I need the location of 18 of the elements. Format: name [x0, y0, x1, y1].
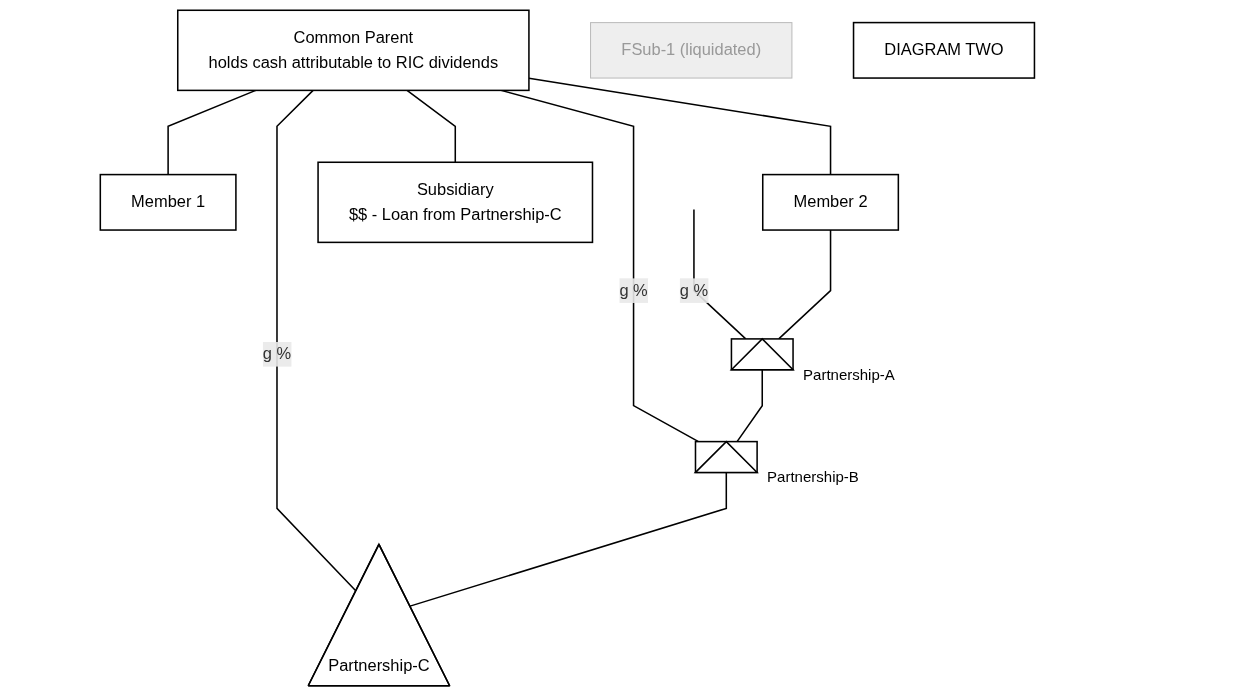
connector: [276, 89, 357, 592]
entity-name: Partnership-B: [767, 468, 859, 486]
connector: [409, 471, 728, 607]
edge-label: g %: [619, 281, 648, 299]
connector: [528, 77, 832, 176]
node-box: Member 2: [762, 173, 900, 231]
connector: [167, 89, 257, 176]
node-box: Subsidiary $$ - Loan from Partnership-C: [317, 161, 594, 244]
node-box: Common Parent holds cash attributable to RIC dividends: [177, 9, 530, 92]
node-box: FSub-1 (liquidated): [590, 22, 793, 79]
edge-label: g %: [679, 281, 709, 299]
connector: [406, 89, 457, 164]
connector: [736, 368, 763, 443]
node-box: DIAGRAM TWO: [852, 21, 1036, 79]
entity-name: Partnership-A: [803, 365, 895, 383]
node-box: Member 1: [99, 173, 237, 231]
edge-label: g %: [262, 345, 292, 363]
connector: [778, 229, 832, 340]
